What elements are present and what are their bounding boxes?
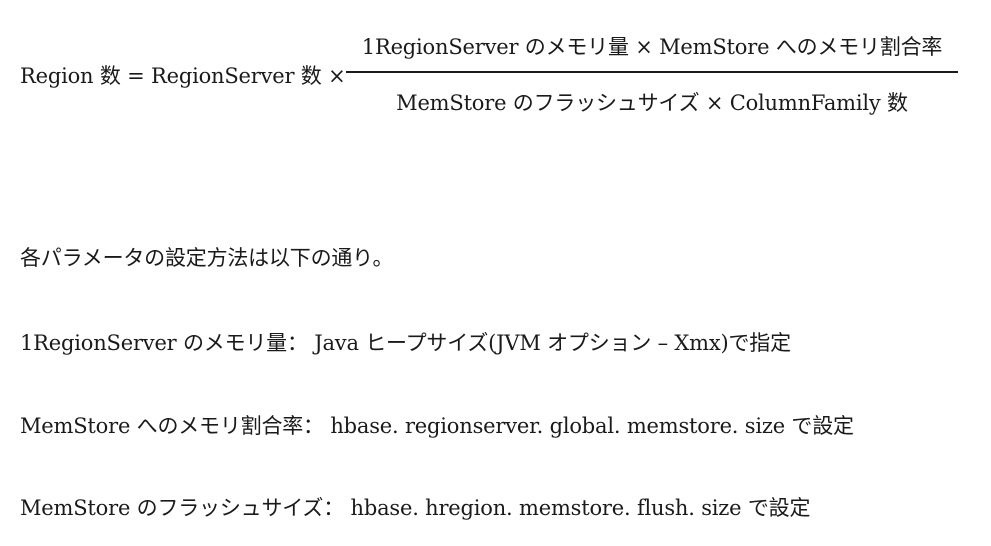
formula-denominator: MemStore のフラッシュサイズ × ColumnFamily 数 [396, 91, 908, 115]
formula-numerator: 1RegionServer のメモリ量 × MemStore へのメモリ割合率 [361, 35, 943, 59]
param-regionserver-memory: 1RegionServer のメモリ量： Java ヒープサイズ(JVM オプシ… [20, 331, 791, 355]
intro-text: 各パラメータの設定方法は以下の通り。 [20, 246, 394, 270]
formula-fraction: 1RegionServer のメモリ量 × MemStore へのメモリ割合率 … [346, 28, 958, 118]
param-memstore-flush-size: MemStore のフラッシュサイズ： hbase. hregion. mems… [20, 496, 811, 520]
region-count-formula: Region 数 = RegionServer 数 × 1RegionServe… [20, 28, 970, 118]
param-memstore-ratio: MemStore へのメモリ割合率： hbase. regionserver. … [20, 414, 854, 438]
formula-left-side: Region 数 = RegionServer 数 × [20, 64, 346, 88]
fraction-bar [346, 71, 958, 73]
